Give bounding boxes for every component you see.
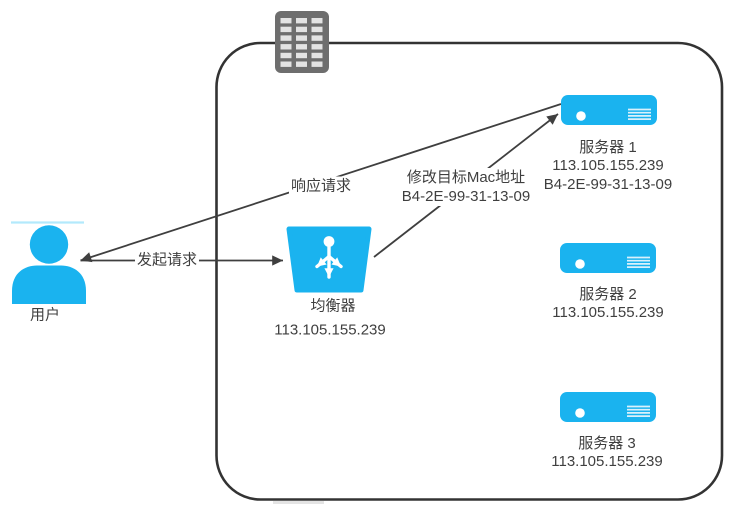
request-arrow-label: 发起请求 bbox=[134, 250, 200, 270]
mac-rewrite-detail: B4-2E-99-31-13-09 bbox=[401, 188, 531, 205]
balancer-ip: 113.105.155.239 bbox=[274, 321, 386, 339]
datacenter-icon bbox=[275, 11, 329, 73]
response-arrow-label: 响应请求 bbox=[288, 176, 354, 196]
server-1-mac: B4-2E-99-31-13-09 bbox=[543, 175, 673, 193]
mac-rewrite-label-block: 修改目标Mac地址 B4-2E-99-31-13-09 bbox=[399, 168, 533, 206]
mac-rewrite-label: 修改目标Mac地址 bbox=[406, 169, 526, 186]
server-3-label-block: 服务器 3 113.105.155.239 bbox=[551, 435, 663, 472]
datacenter-icon-windows bbox=[280, 18, 323, 67]
load-balancer-icon bbox=[286, 226, 372, 293]
server-2-label-block: 服务器 2 113.105.155.239 bbox=[552, 286, 664, 323]
server-2-label: 服务器 2 bbox=[579, 285, 637, 303]
server-1-label: 服务器 1 bbox=[579, 138, 637, 156]
server-2-ip: 113.105.155.239 bbox=[552, 304, 664, 322]
balancer-label: 均衡器 bbox=[310, 297, 356, 315]
server-1-icon bbox=[561, 95, 657, 125]
server-1-ip: 113.105.155.239 bbox=[552, 157, 664, 175]
server-1-label-block: 服务器 1 113.105.155.239 B4-2E-99-31-13-09 bbox=[544, 139, 672, 195]
user-label: 用户 bbox=[29, 306, 61, 324]
server-3-label: 服务器 3 bbox=[578, 434, 636, 452]
server-3-ip: 113.105.155.239 bbox=[551, 453, 663, 471]
server-2-icon bbox=[560, 243, 656, 273]
user-icon bbox=[11, 221, 86, 304]
page-shadow-fragment bbox=[273, 501, 324, 504]
server-3-icon bbox=[560, 392, 656, 422]
datacenter-boundary bbox=[215, 41, 724, 501]
